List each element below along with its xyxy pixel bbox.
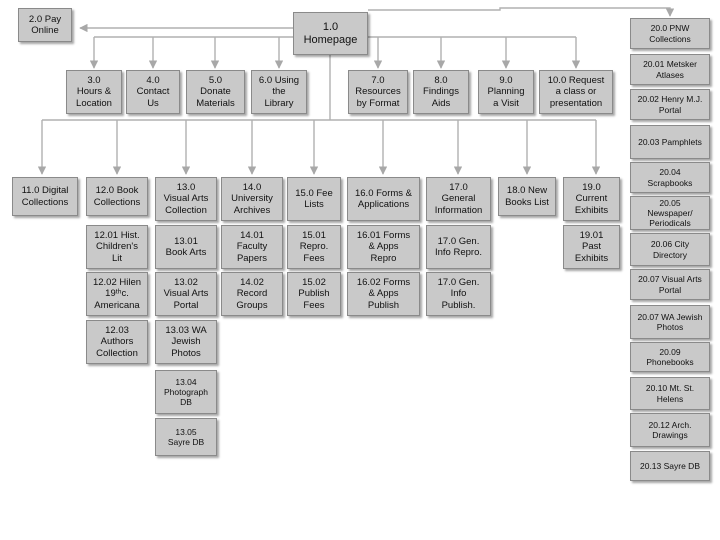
node-faculty-papers[interactable]: 14.01 Faculty Papers [221, 225, 283, 269]
node-using-library[interactable]: 6.0 Using the Library [251, 70, 307, 114]
node-current-exhibits[interactable]: 19.0 Current Exhibits [563, 177, 620, 221]
node-photograph-db[interactable]: 13.04 Photograph DB [155, 370, 217, 414]
node-sayre-db-pnw[interactable]: 20.13 Sayre DB [630, 451, 710, 481]
node-findings-aids[interactable]: 8.0 Findings Aids [413, 70, 469, 114]
node-visual-arts-portal[interactable]: 13.02 Visual Arts Portal [155, 272, 217, 316]
node-pay-online[interactable]: 2.0 Pay Online [18, 8, 72, 42]
node-visual-arts-collection[interactable]: 13.0 Visual Arts Collection [155, 177, 217, 221]
node-pamphlets[interactable]: 20.03 Pamphlets [630, 125, 710, 159]
node-resources-by-format[interactable]: 7.0 Resources by Format [348, 70, 408, 114]
node-general-information[interactable]: 17.0 General Information [426, 177, 491, 221]
node-hist-childrens-lit[interactable]: 12.01 Hist. Children's Lit [86, 225, 148, 269]
node-henry-mj-portal[interactable]: 20.02 Henry M.J. Portal [630, 89, 710, 120]
node-book-arts[interactable]: 13.01 Book Arts [155, 225, 217, 269]
node-forms-applications[interactable]: 16.0 Forms & Applications [347, 177, 420, 221]
node-forms-apps-repro[interactable]: 16.01 Forms & Apps Repro [347, 225, 420, 269]
node-digital-collections[interactable]: 11.0 Digital Collections [12, 177, 78, 216]
node-gen-info-publish[interactable]: 17.0 Gen. Info Publish. [426, 272, 491, 316]
node-book-collections[interactable]: 12.0 Book Collections [86, 177, 148, 216]
node-homepage[interactable]: 1.0 Homepage [293, 12, 368, 55]
node-city-directory[interactable]: 20.06 City Directory [630, 233, 710, 266]
node-forms-apps-publish[interactable]: 16.02 Forms & Apps Publish [347, 272, 420, 316]
node-new-books-list[interactable]: 18.0 New Books List [498, 177, 556, 216]
node-phonebooks[interactable]: 20.09 Phonebooks [630, 342, 710, 372]
node-hours-location[interactable]: 3.0 Hours & Location [66, 70, 122, 114]
node-pnw-collections[interactable]: 20.0 PNW Collections [630, 18, 710, 49]
node-newspaper-periodicals[interactable]: 20.05 Newspaper/ Periodicals [630, 196, 710, 230]
node-scrapbooks[interactable]: 20.04 Scrapbooks [630, 162, 710, 193]
node-authors-collection[interactable]: 12.03 Authors Collection [86, 320, 148, 364]
node-contact-us[interactable]: 4.0 Contact Us [126, 70, 180, 114]
node-fee-lists[interactable]: 15.0 Fee Lists [287, 177, 341, 221]
node-past-exhibits[interactable]: 19.01 Past Exhibits [563, 225, 620, 269]
node-repro-fees[interactable]: 15.01 Repro. Fees [287, 225, 341, 269]
node-publish-fees[interactable]: 15.02 Publish Fees [287, 272, 341, 316]
node-hilen-americana[interactable]: 12.02 Hilen 19ᵗʰc. Americana [86, 272, 148, 316]
node-sayre-db[interactable]: 13.05 Sayre DB [155, 418, 217, 456]
node-mt-st-helens[interactable]: 20.10 Mt. St. Helens [630, 377, 710, 410]
node-donate-materials[interactable]: 5.0 Donate Materials [186, 70, 245, 114]
node-wa-jewish-photos-pnw[interactable]: 20.07 WA Jewish Photos [630, 305, 710, 339]
node-arch-drawings[interactable]: 20.12 Arch. Drawings [630, 413, 710, 447]
node-planning-visit[interactable]: 9.0 Planning a Visit [478, 70, 534, 114]
node-gen-info-repro[interactable]: 17.0 Gen. Info Repro. [426, 225, 491, 269]
node-metsker-atlases[interactable]: 20.01 Metsker Atlases [630, 54, 710, 85]
node-visual-arts-portal-pnw[interactable]: 20.07 Visual Arts Portal [630, 269, 710, 300]
node-wa-jewish-photos[interactable]: 13.03 WA Jewish Photos [155, 320, 217, 364]
node-university-archives[interactable]: 14.0 University Archives [221, 177, 283, 221]
node-request-class[interactable]: 10.0 Request a class or presentation [539, 70, 613, 114]
node-record-groups[interactable]: 14.02 Record Groups [221, 272, 283, 316]
